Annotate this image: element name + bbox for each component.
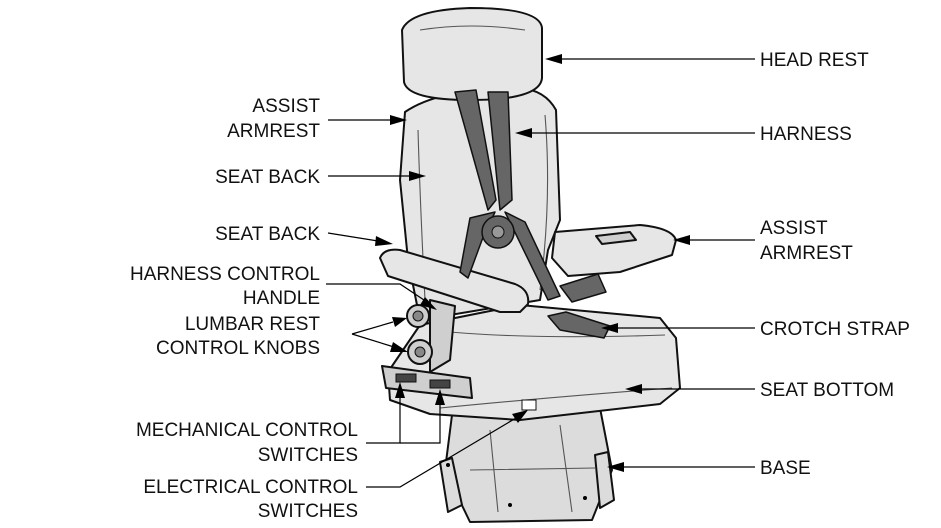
harness-straps xyxy=(454,89,611,339)
label-lumbar-line2: CONTROL KNOBS xyxy=(156,338,320,359)
label-crotch-strap: CROTCH STRAP xyxy=(760,319,910,340)
label-mechanical-line1: MECHANICAL CONTROL xyxy=(136,420,358,441)
leader-lines xyxy=(326,54,755,488)
label-harness-control-line2: HANDLE xyxy=(243,288,320,309)
label-mechanical-line2: SWITCHES xyxy=(258,445,358,466)
label-seat-back-lower: SEAT BACK xyxy=(215,224,320,245)
label-assist-armrest-right-line1: ASSIST xyxy=(760,218,828,239)
label-head-rest: HEAD REST xyxy=(760,50,869,71)
label-electrical-line2: SWITCHES xyxy=(258,501,358,522)
label-seat-bottom: SEAT BOTTOM xyxy=(760,380,894,401)
label-assist-armrest-left-line2: ARMREST xyxy=(227,121,320,142)
seat-illustration xyxy=(379,7,681,523)
callout-labels: HEAD REST ASSIST ARMREST HARNESS SEAT BA… xyxy=(130,50,910,522)
right-armrest-shape xyxy=(551,224,677,277)
label-lumbar-line1: LUMBAR REST xyxy=(185,314,321,335)
base-pedestal xyxy=(439,407,615,523)
label-electrical-line1: ELECTRICAL CONTROL xyxy=(143,477,358,498)
control-switch-panel xyxy=(381,365,537,411)
label-assist-armrest-right-line2: ARMREST xyxy=(760,243,853,264)
label-base: BASE xyxy=(760,458,811,479)
label-assist-armrest-left-line1: ASSIST xyxy=(252,96,320,117)
head-rest-shape xyxy=(401,7,543,101)
label-harness: HARNESS xyxy=(760,124,852,145)
label-harness-control-line1: HARNESS CONTROL xyxy=(130,264,320,285)
label-seat-back-upper: SEAT BACK xyxy=(215,167,320,188)
